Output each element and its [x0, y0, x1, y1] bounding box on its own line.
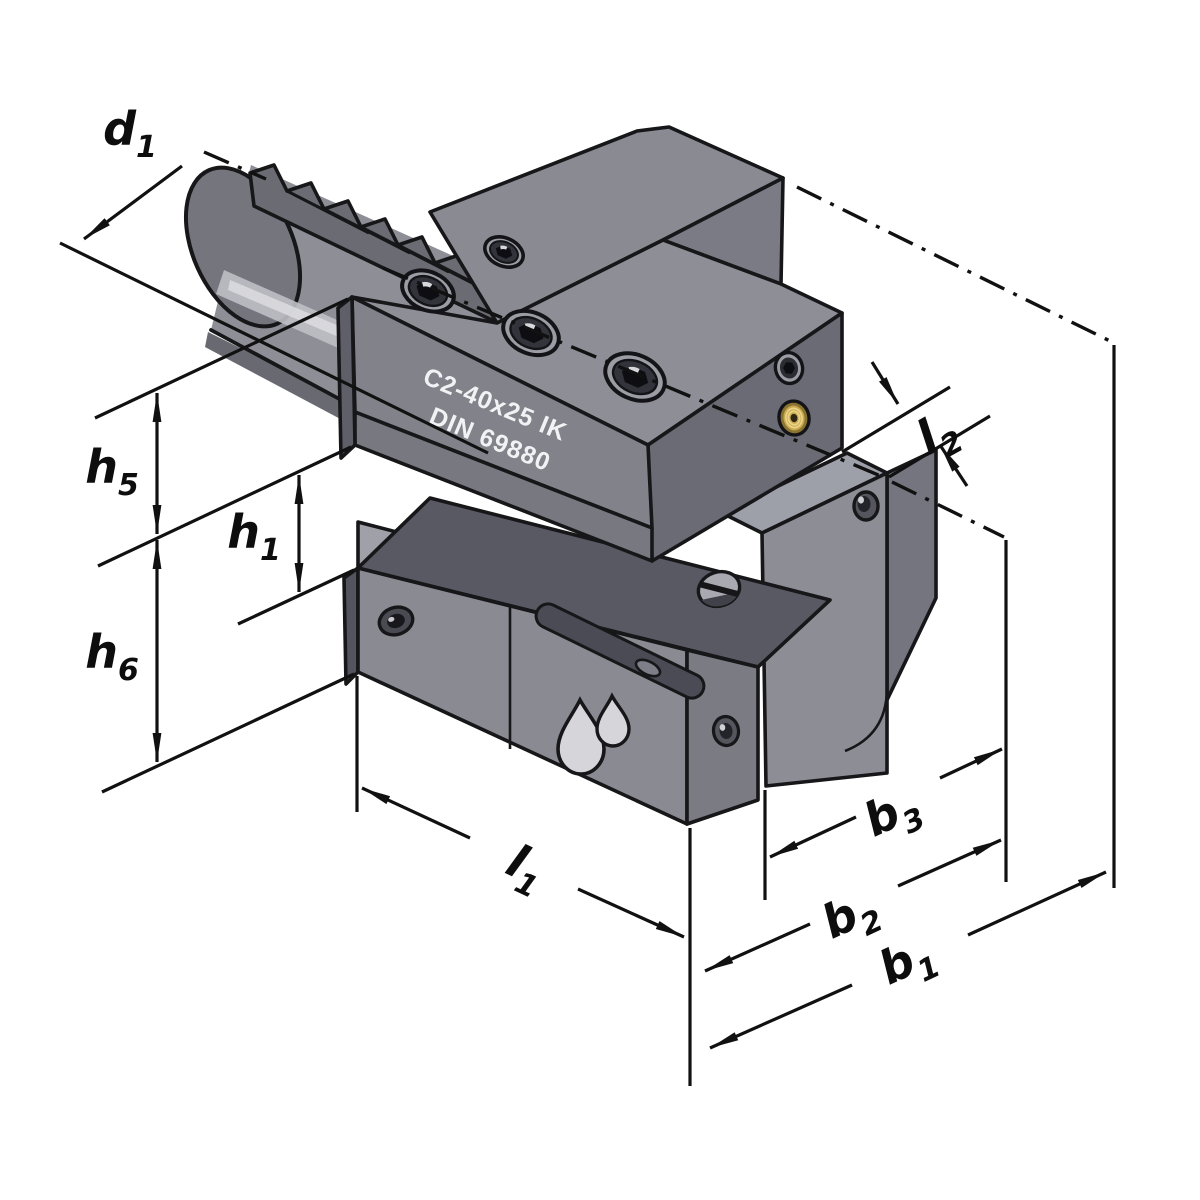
socket-screw-2: [501, 308, 561, 358]
h6-ext-bottom: [101, 672, 355, 794]
dim-h6-group: h6: [85, 540, 355, 794]
dim-label-h1: h1: [227, 505, 281, 568]
coolant-port-brass: [777, 399, 811, 437]
h5-ext-bottom: [97, 445, 352, 568]
dim-label-d1: d1: [103, 102, 157, 165]
projection-ray-upper: [796, 185, 1113, 344]
l2-arrow-2: [938, 444, 969, 487]
h1-ext-bottom: [237, 568, 355, 626]
screw-centerline: [382, 266, 889, 481]
slotted-screw-icon: [696, 569, 742, 609]
clamp-block-group: [342, 496, 832, 826]
end-face-hex-screw: [773, 350, 805, 386]
d1-extension-line: [59, 241, 489, 455]
dim-b2-group: b2: [704, 838, 1002, 973]
b2-arrow-right: [897, 838, 1002, 888]
l2-line-1: [841, 385, 951, 454]
right-block-group: [720, 448, 938, 788]
dim-l1-group: l1: [355, 676, 692, 1086]
dim-h5-group: h5: [85, 297, 352, 568]
dim-label-b3: b3: [855, 776, 930, 856]
dim-label-h5: h5: [85, 440, 139, 503]
left-sliver-face: [336, 295, 357, 460]
right-block-side-face: [885, 448, 938, 702]
b1-arrow-right: [967, 870, 1107, 937]
clamp-right-hole: [711, 714, 741, 748]
clamp-front-hole: [377, 605, 415, 637]
h5-ext-top: [94, 297, 349, 420]
b2-arrow-left: [704, 922, 811, 973]
b3-arrow-left: [769, 815, 857, 859]
centerlines-group: [203, 150, 1113, 539]
l2-arrow-1: [870, 361, 900, 405]
b3-arrow-right: [939, 747, 1003, 780]
clamp-left-sliver: [342, 566, 360, 686]
tool-slot: [534, 602, 706, 700]
l1-arrow-left: [361, 786, 471, 840]
slot-inner-hole: [634, 658, 662, 678]
dim-label-l1: l1: [495, 833, 555, 906]
right-block-hole: [852, 490, 880, 522]
l1-arrow-right: [577, 887, 685, 939]
upper-body-group: C2-40x25 IK DIN 69880: [336, 125, 844, 563]
right-block-chamfer-edge: [844, 689, 889, 753]
socket-screw-1: [400, 268, 456, 314]
coolant-drops-icon: [556, 692, 631, 776]
socket-screw-small: [483, 235, 525, 269]
b1-arrow-left: [709, 983, 853, 1050]
projection-ray-lower: [891, 480, 1005, 539]
dim-h1-group: h1: [227, 475, 355, 626]
right-block-front-face: [760, 471, 889, 788]
shank-centerline: [203, 150, 267, 181]
dim-b3-group: b3: [763, 540, 1008, 900]
dim-d1-group: d1: [59, 102, 489, 455]
d1-arrow: [83, 164, 183, 241]
dim-label-h6: h6: [85, 625, 139, 688]
